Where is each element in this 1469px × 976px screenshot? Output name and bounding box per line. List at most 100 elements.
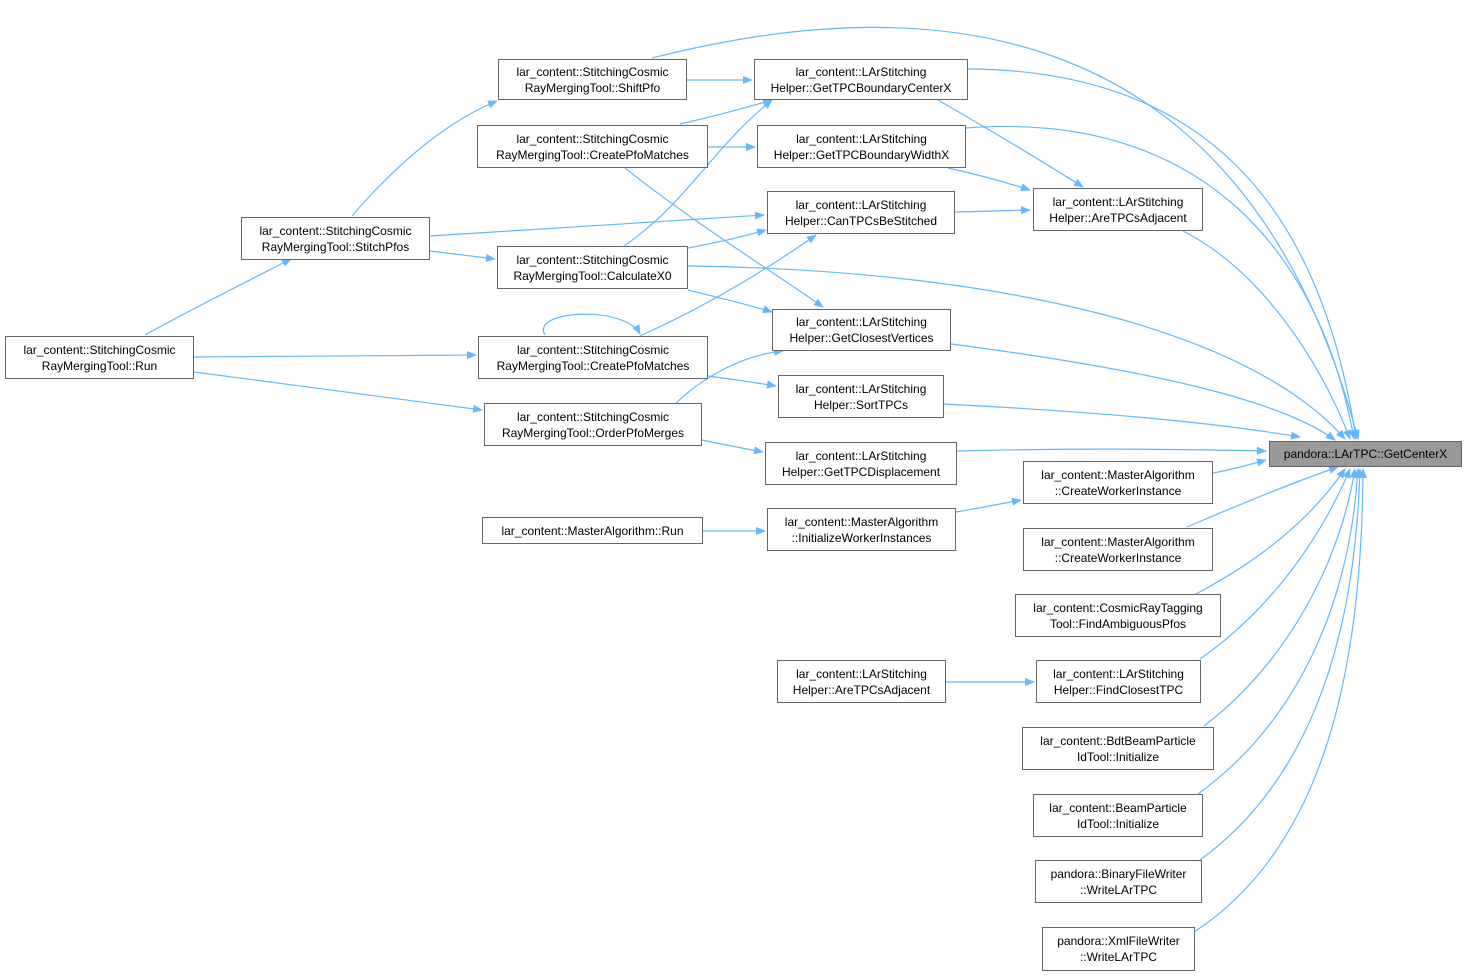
node-line: lar_content::BeamParticle [1049,800,1187,815]
call-edge [965,125,1357,440]
node-line: ::WriteLArTPC [1079,950,1158,964]
call-edge [967,68,1359,440]
node-line: lar_content::LArStitching [1053,666,1184,681]
call-edge [950,343,1336,441]
call-edge [1193,468,1367,933]
node-line: lar_content::MasterAlgorithm [1041,467,1195,482]
node-line: RayMergingTool::CalculateX0 [513,268,672,283]
node-line: lar_content::LArStitching [795,64,927,79]
node-binaryfilewriter-writelartpc[interactable]: pandora::BinaryFileWriter ::WriteLArTPC [1035,860,1202,903]
call-edge [623,99,773,247]
node-beamparticle-initialize[interactable]: lar_content::BeamParticle IdTool::Initia… [1033,794,1203,837]
node-line: Helper::FindClosestTPC [1053,682,1184,697]
node-line: IdTool::Initialize [1076,749,1160,764]
node-line: RayMergingTool::Run [41,358,158,373]
node-line: lar_content::MasterAlgorithm::Run [501,523,684,538]
node-line: lar_content::BdtBeamParticle [1040,733,1196,748]
call-edge [651,26,1360,440]
node-bdtbeamparticle-initialize[interactable]: lar_content::BdtBeamParticle IdTool::Ini… [1022,727,1214,770]
node-gettpcboundarywidthx[interactable]: lar_content::LArStitching Helper::GetTPC… [757,125,966,168]
call-edge [937,99,1084,188]
call-edge [351,100,498,217]
node-line: lar_content::LArStitching [795,381,927,396]
node-line: Helper::GetTPCBoundaryCenterX [770,80,952,95]
call-edge [429,211,765,237]
call-edge [1197,468,1362,795]
call-edge [639,234,817,337]
node-line: RayMergingTool::StitchPfos [261,239,410,254]
node-createworkerinstance-b[interactable]: lar_content::MasterAlgorithm ::CreateWor… [1023,528,1213,571]
node-line: ::InitializeWorkerInstances [791,530,932,545]
node-calculatex0[interactable]: lar_content::StitchingCosmic RayMergingT… [497,246,688,289]
node-line: Helper::GetTPCBoundaryWidthX [773,147,950,162]
call-edge [707,375,777,389]
node-line: lar_content::LArStitching [796,315,927,329]
node-createpfomatches-lower[interactable]: lar_content::StitchingCosmic RayMergingT… [478,336,708,379]
node-findclosesttpc[interactable]: lar_content::LArStitching Helper::FindCl… [1036,660,1201,703]
node-line: lar_content::StitchingCosmic [516,64,669,79]
call-edge [1212,458,1267,474]
node-line: lar_content::StitchingCosmic [516,252,669,267]
node-xmlfilewriter-writelartpc[interactable]: pandora::XmlFileWriter ::WriteLArTPC [1042,927,1195,971]
node-line: lar_content::MasterAlgorithm [1041,534,1195,549]
call-edge [954,206,1031,215]
node-line: pandora::XmlFileWriter [1057,934,1180,948]
node-cantpcsbestitched[interactable]: lar_content::LArStitching Helper::CanTPC… [767,191,955,234]
call-edge [193,351,477,360]
node-line: pandora::LArTPC::GetCenterX [1283,447,1448,461]
node-gettpcboundarycenterx[interactable]: lar_content::LArStitching Helper::GetTPC… [754,59,968,100]
call-edge [144,258,292,336]
node-line: RayMergingTool::OrderPfoMerges [501,425,685,440]
node-line: ::CreateWorkerInstance [1054,550,1182,565]
node-aretpcsadjacent[interactable]: lar_content::LArStitching Helper::AreTPC… [1033,188,1203,231]
call-edge [1195,468,1346,595]
call-edge [193,371,483,413]
node-createpfomatches-upper[interactable]: lar_content::StitchingCosmic RayMergingT… [477,125,708,168]
node-line: Helper::CanTPCsBeStitched [784,213,938,228]
call-edge [1199,468,1351,660]
node-findambiguouspfos[interactable]: lar_content::CosmicRayTagging Tool::Find… [1015,594,1221,637]
node-line: lar_content::StitchingCosmic [516,342,670,357]
node-stitchpfos[interactable]: lar_content::StitchingCosmic RayMergingT… [241,217,430,260]
node-line: lar_content::LArStitching [1052,194,1184,209]
call-edge [701,439,764,455]
call-edge [675,347,784,404]
call-edge [1203,468,1358,727]
call-edge [687,289,773,314]
call-edge [687,228,767,249]
node-masteralgorithm-run[interactable]: lar_content::MasterAlgorithm::Run [482,517,703,544]
node-line: Helper::AreTPCsAdjacent [1049,210,1187,225]
node-line: RayMergingTool::CreatePfoMatches [496,358,690,373]
call-edge [429,250,496,262]
call-edge [687,265,1346,440]
node-lartpc-getcenterx: pandora::LArTPC::GetCenterX [1269,441,1462,467]
node-orderpfomerges[interactable]: lar_content::StitchingCosmic RayMergingT… [484,403,702,446]
node-line: Helper::GetClosestVertices [789,331,934,345]
node-line: lar_content::LArStitching [796,666,927,681]
call-edge [1186,466,1339,528]
node-line: Helper::AreTPCsAdjacent [792,682,931,697]
node-line: lar_content::CosmicRayTagging [1033,600,1203,615]
call-edge [624,167,824,308]
node-initializeworkerinstances[interactable]: lar_content::MasterAlgorithm ::Initializ… [767,508,956,551]
node-line: lar_content::LArStitching [796,131,927,146]
node-getclosestvertices[interactable]: lar_content::LArStitching Helper::GetClo… [772,309,951,351]
node-line: IdTool::Initialize [1076,816,1160,831]
call-edge [1199,468,1364,861]
node-line: lar_content::LArStitching [795,197,927,212]
call-edge [955,497,1022,513]
node-run[interactable]: lar_content::StitchingCosmic RayMergingT… [5,336,194,379]
node-line: Helper::GetTPCDisplacement [781,464,941,479]
node-line: lar_content::StitchingCosmic [516,409,670,424]
call-edge [943,403,1301,440]
node-sorttpcs[interactable]: lar_content::LArStitching Helper::SortTP… [778,375,944,418]
node-line: pandora::BinaryFileWriter [1050,866,1187,881]
node-line: lar_content::StitchingCosmic [259,223,412,238]
node-aretpcsadjacent-left[interactable]: lar_content::LArStitching Helper::AreTPC… [777,660,946,703]
node-shiftpfo[interactable]: lar_content::StitchingCosmic RayMergingT… [498,59,687,100]
node-createworkerinstance-a[interactable]: lar_content::MasterAlgorithm ::CreateWor… [1023,461,1213,504]
node-gettpcdisplacement[interactable]: lar_content::LArStitching Helper::GetTPC… [765,442,957,485]
call-edge [542,313,641,336]
